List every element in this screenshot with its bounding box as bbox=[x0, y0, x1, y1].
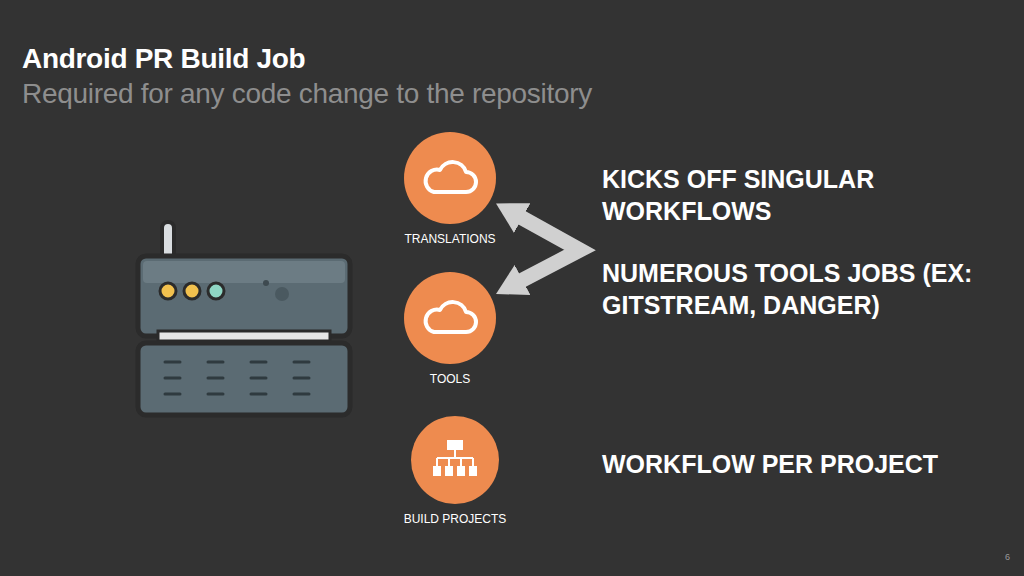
vent-lines bbox=[165, 362, 309, 394]
double-arrow bbox=[513, 213, 580, 285]
description-text: KICKS OFF SINGULAR WORKFLOWS bbox=[602, 163, 962, 227]
subtitle: Required for any code change to the repo… bbox=[22, 77, 922, 111]
description-text: WORKFLOW PER PROJECT bbox=[602, 448, 1002, 480]
cloud-icon bbox=[426, 162, 476, 192]
knob bbox=[275, 287, 289, 301]
page-number: 6 bbox=[990, 552, 1010, 562]
slot-band bbox=[158, 331, 330, 341]
service-circle: TRANSLATIONS bbox=[404, 132, 496, 224]
node-label: TRANSLATIONS bbox=[364, 232, 536, 246]
status-light bbox=[160, 283, 176, 299]
slide-title: Android PR Build Job bbox=[22, 42, 305, 76]
hierarchy-icon bbox=[433, 440, 477, 476]
service-circle: BUILD PROJECTS bbox=[411, 416, 499, 504]
server-unit bbox=[138, 256, 350, 336]
node-label: BUILD PROJECTS bbox=[371, 512, 539, 526]
cloud-icon bbox=[426, 302, 476, 332]
server-unit bbox=[138, 343, 350, 415]
node-label: TOOLS bbox=[364, 372, 536, 386]
server-highlight bbox=[143, 261, 345, 283]
status-light bbox=[184, 283, 200, 299]
screw bbox=[263, 280, 269, 286]
service-circle: TOOLS bbox=[404, 272, 496, 364]
status-light bbox=[208, 283, 224, 299]
description-text: NUMEROUS TOOLS JOBS (EX: GITSTREAM, DANG… bbox=[602, 257, 997, 321]
